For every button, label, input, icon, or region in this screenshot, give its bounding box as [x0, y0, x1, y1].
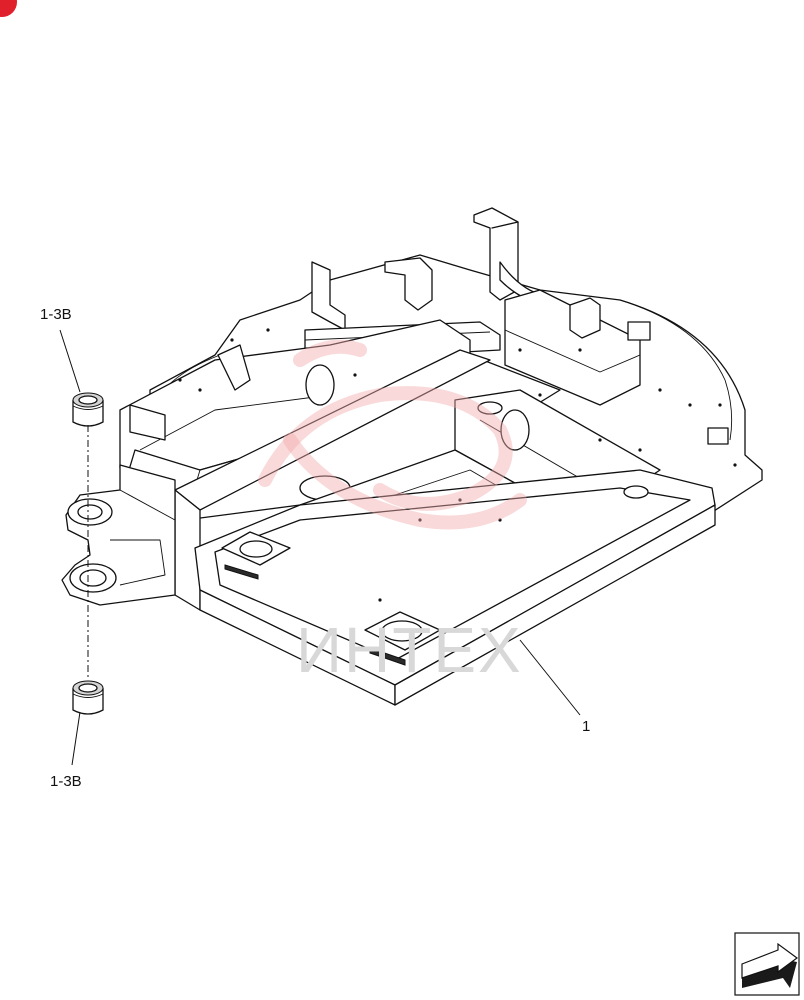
right-box [504, 289, 641, 406]
bushing-lower[interactable] [72, 680, 104, 715]
corner-badge-icon [0, 0, 17, 17]
upper-frame-drawing [61, 207, 763, 706]
arrow-next-icon [741, 942, 799, 988]
watermark-logo-icon [258, 386, 513, 511]
fastener-holes [178, 328, 737, 602]
base-box-right [394, 504, 716, 706]
callout-bushing-upper: 1-3B [40, 306, 72, 323]
watermark: ИНТЕХ [258, 339, 527, 686]
leader-frame [519, 639, 581, 716]
leader-bushing-upper [59, 329, 81, 393]
rear-pad [477, 401, 649, 499]
left-bracket [311, 261, 346, 331]
bushing-upper[interactable] [72, 392, 104, 427]
leader-bushing-lower [71, 711, 81, 766]
callout-bushing-lower: 1-3B [50, 773, 82, 790]
left-pad [221, 531, 291, 580]
next-page-button[interactable] [734, 932, 800, 996]
watermark-text: ИНТЕХ [296, 614, 523, 686]
front-pad [364, 611, 441, 666]
corner-badge[interactable] [0, 0, 17, 17]
boom-foot [61, 464, 176, 606]
callout-frame: 1 [582, 718, 590, 735]
